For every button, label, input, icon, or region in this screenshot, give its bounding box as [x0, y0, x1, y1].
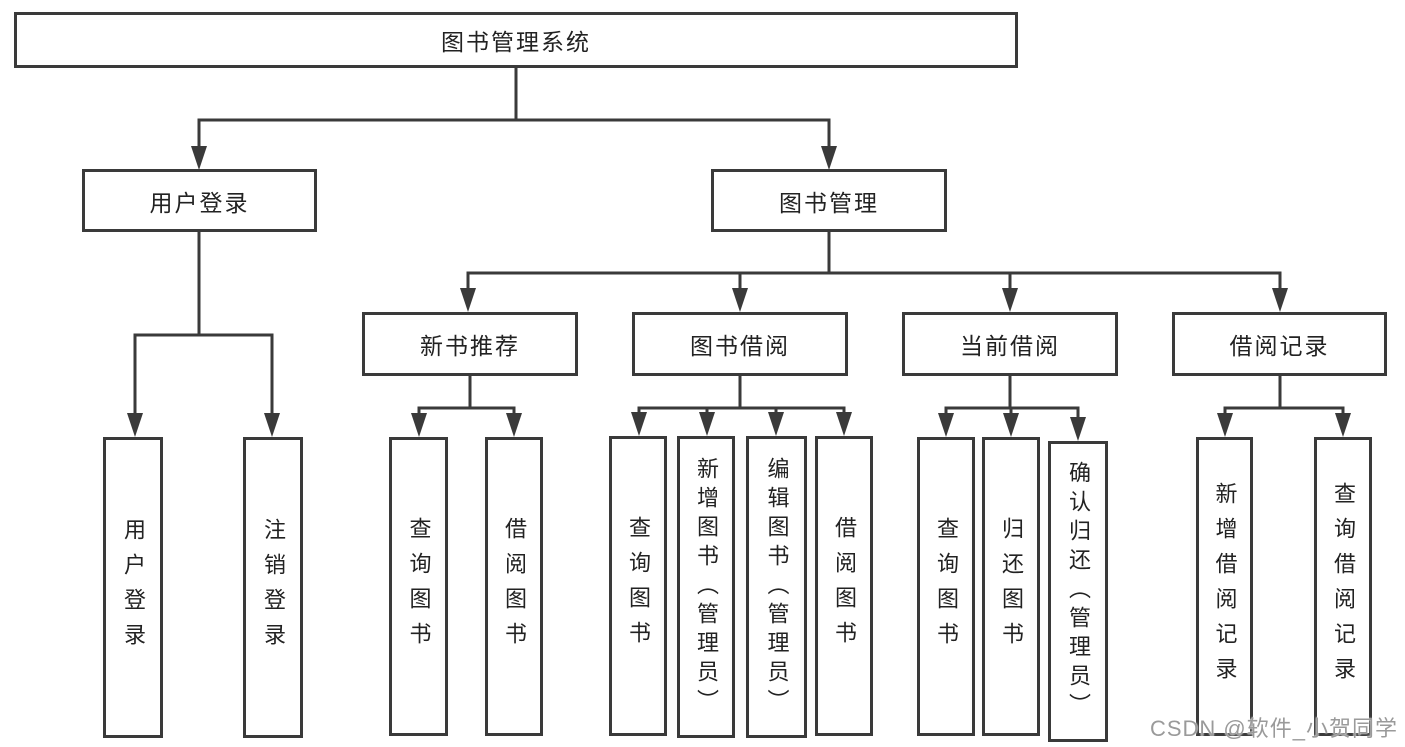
leaf-current-confirm-return-admin: 确认归还（管理员） [1048, 441, 1108, 742]
node-current-borrowing: 当前借阅 [902, 312, 1118, 376]
leaf-current-query-book: 查询图书 [917, 437, 975, 736]
leaf-borrowing-add-book-admin: 新增图书（管理员） [677, 436, 735, 738]
leaf-logout: 注销登录 [243, 437, 303, 738]
leaf-newbooks-query-book: 查询图书 [389, 437, 448, 736]
leaf-records-query-record: 查询借阅记录 [1314, 437, 1372, 736]
connector-records-to-leaves [1223, 375, 1345, 415]
connector-userlogin-to-leaves [133, 231, 274, 415]
leaf-borrowing-edit-book-admin: 编辑图书（管理员） [746, 436, 807, 738]
node-book-borrowing: 图书借阅 [632, 312, 848, 376]
leaf-newbooks-borrow-book: 借阅图书 [485, 437, 543, 736]
connector-newbooks-to-leaves [417, 375, 516, 415]
leaf-borrowing-borrow-book: 借阅图书 [815, 436, 873, 736]
connector-root-to-level1 [197, 67, 831, 148]
connector-bookmgmt-to-groups [466, 231, 1282, 290]
leaf-records-add-record: 新增借阅记录 [1196, 437, 1253, 736]
connector-borrowing-to-leaves [637, 375, 846, 415]
node-new-book-recommendation: 新书推荐 [362, 312, 578, 376]
node-user-login: 用户登录 [82, 169, 317, 232]
leaf-user-login: 用户登录 [103, 437, 163, 738]
leaf-current-return-book: 归还图书 [982, 437, 1040, 736]
node-borrowing-records: 借阅记录 [1172, 312, 1387, 376]
leaf-borrowing-query-book: 查询图书 [609, 436, 667, 736]
connector-current-to-leaves [944, 375, 1080, 419]
node-library-management-system: 图书管理系统 [14, 12, 1018, 68]
node-book-management: 图书管理 [711, 169, 947, 232]
arrowheads [127, 146, 1351, 441]
